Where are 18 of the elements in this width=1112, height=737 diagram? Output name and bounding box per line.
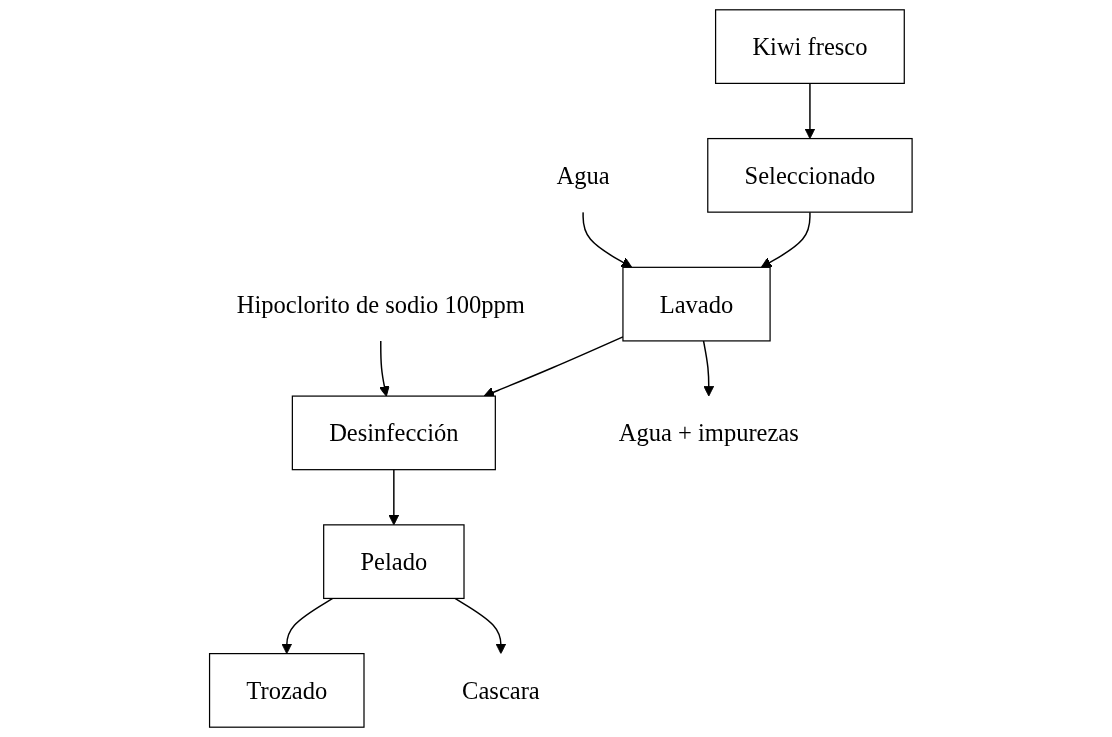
arrow <box>388 468 400 526</box>
node-box: Lavado <box>622 266 771 342</box>
node-box: Seleccionado <box>707 137 913 213</box>
arrow <box>702 340 715 397</box>
node-text: Cascara <box>462 676 540 704</box>
node-text: Hipoclorito de sodio 100ppm <box>236 290 525 318</box>
arrow <box>454 597 507 655</box>
arrow <box>379 340 390 397</box>
node-box: Trozado <box>208 653 365 728</box>
arrow <box>804 82 816 140</box>
arrow <box>582 211 633 268</box>
node-box: Desinfección <box>291 395 496 471</box>
node-text: Agua + impurezas <box>618 419 799 447</box>
node-text: Agua <box>556 161 610 189</box>
arrow <box>281 597 334 655</box>
node-box: Pelado <box>323 524 465 600</box>
node-box: Kiwi fresco <box>715 9 905 84</box>
arrow <box>760 211 811 268</box>
